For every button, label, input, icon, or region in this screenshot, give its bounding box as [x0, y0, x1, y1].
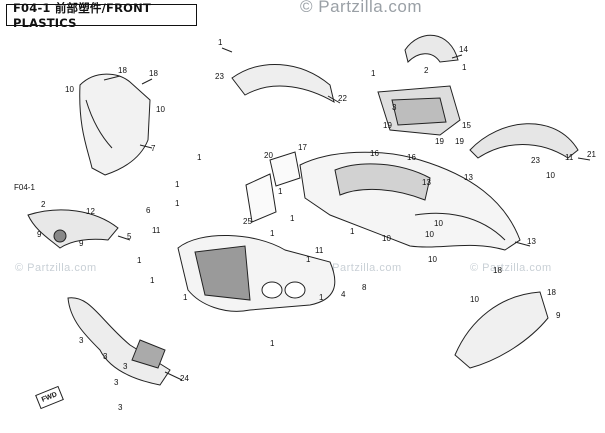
part-callout-38: 1	[175, 199, 180, 208]
part-callout-16: 7	[151, 144, 156, 153]
fender-trim-22	[231, 63, 335, 104]
part-callout-6: 1	[371, 69, 376, 78]
part-callout-30: 13	[464, 173, 473, 182]
part-callout-49: 1	[306, 255, 311, 264]
part-callout-32: 12	[86, 207, 95, 216]
part-callout-14: 19	[435, 137, 444, 146]
part-callout-26: F04-1	[14, 183, 35, 192]
watermark-left: © Partzilla.com	[15, 262, 97, 274]
part-callout-51: 1	[150, 276, 155, 285]
part-callout-65: 3	[114, 378, 119, 387]
part-callout-29: 13	[422, 178, 431, 187]
part-callout-50: 10	[428, 255, 437, 264]
part-callout-15: 19	[455, 137, 464, 146]
watermark-top: © Partzilla.com	[300, 0, 423, 16]
part-callout-40: 1	[290, 214, 295, 223]
part-callout-28: 1	[278, 187, 283, 196]
left-side-panel	[79, 73, 151, 176]
part-callout-43: 10	[425, 230, 434, 239]
part-callout-18: 16	[370, 149, 379, 158]
part-callout-33: 5	[127, 232, 132, 241]
part-callout-66: 3	[118, 403, 123, 412]
part-callout-37: 11	[152, 226, 161, 235]
part-callout-46: 1	[270, 229, 275, 238]
left-trim-5	[27, 209, 119, 249]
part-callout-44: 10	[434, 219, 443, 228]
watermark-right: © Partzilla.com	[470, 262, 552, 274]
part-callout-19: 20	[264, 151, 273, 160]
part-callout-7: 1	[462, 63, 467, 72]
part-callout-55: 18	[547, 288, 556, 297]
part-callout-41: 1	[350, 227, 355, 236]
diagram-title: F04-1 前部塑件/FRONT PLASTICS	[6, 1, 197, 30]
part-callout-3: 18	[149, 69, 158, 78]
part-callout-23: 21	[587, 150, 596, 159]
part-callout-59: 9	[556, 311, 561, 320]
part-callout-12: 15	[462, 121, 471, 130]
front-body-13	[299, 151, 521, 251]
part-callout-52: 4	[341, 290, 346, 299]
part-callout-56: 10	[470, 295, 479, 304]
right-lower-panel	[454, 291, 549, 369]
part-callout-60: 1	[270, 339, 275, 348]
panel-25	[245, 173, 277, 223]
part-callout-21: 16	[407, 153, 416, 162]
part-callout-9: 10	[156, 105, 165, 114]
part-callout-64: 24	[180, 374, 189, 383]
part-callout-53: 8	[362, 283, 367, 292]
part-callout-47: 1	[137, 256, 142, 265]
part-callout-31: 2	[41, 200, 46, 209]
part-callout-11: 3	[392, 103, 397, 112]
part-callout-4: 2	[424, 66, 429, 75]
panel-20	[269, 151, 301, 187]
part-callout-36: 6	[146, 206, 151, 215]
part-callout-13: 19	[383, 121, 392, 130]
part-callout-10: 22	[338, 94, 347, 103]
part-callout-39: 25	[243, 217, 252, 226]
part-callout-2: 18	[118, 66, 127, 75]
part-callout-48: 11	[315, 246, 324, 255]
part-callout-58: 1	[319, 293, 324, 302]
part-callout-8: 10	[65, 85, 74, 94]
part-callout-54: 18	[493, 266, 502, 275]
part-callout-61: 3	[79, 336, 84, 345]
part-callout-0: 1	[218, 38, 223, 47]
part-callout-34: 9	[37, 230, 42, 239]
part-callout-57: 1	[183, 293, 188, 302]
part-callout-35: 9	[79, 239, 84, 248]
part-callout-25: 10	[546, 171, 555, 180]
part-callout-17: 17	[298, 143, 307, 152]
part-callout-62: 3	[103, 352, 108, 361]
part-callout-20: 1	[197, 153, 202, 162]
part-callout-22: 11	[565, 153, 574, 162]
part-callout-27: 1	[175, 180, 180, 189]
right-cover-21	[469, 123, 579, 159]
watermark-center: © Partzilla.com	[320, 262, 402, 274]
part-callout-24: 23	[531, 156, 540, 165]
part-callout-1: 14	[459, 45, 468, 54]
part-callout-45: 13	[527, 237, 536, 246]
part-callout-42: 10	[382, 234, 391, 243]
part-callout-5: 23	[215, 72, 224, 81]
part-callout-63: 3	[123, 362, 128, 371]
top-cover-14	[404, 34, 459, 63]
